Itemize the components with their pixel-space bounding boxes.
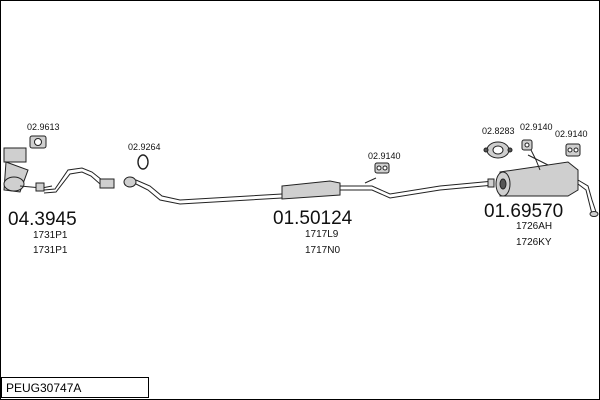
ref-rear-1: 1726AH — [516, 221, 552, 232]
ref-middle-1: 1717L9 — [305, 229, 339, 240]
rear-hanger-rod-1 — [529, 147, 541, 171]
middle-pipe — [123, 176, 495, 205]
assembly-code-box: PEUG30747A — [1, 377, 149, 398]
part-number-middle: 01.50124 — [273, 208, 353, 229]
mount-middle-icon — [374, 162, 390, 174]
gasket-ring-icon — [137, 154, 149, 170]
accessory-code-mount-middle: 02.9140 — [368, 151, 401, 161]
accessory-code-gasket-ring: 02.9264 — [128, 142, 161, 152]
middle-inlet-ring — [123, 176, 137, 188]
rear-silencer-body — [499, 161, 579, 197]
mount-rear-1-icon — [521, 139, 533, 151]
part-number-rear: 01.69570 — [484, 201, 563, 222]
ref-middle-2: 1717N0 — [305, 245, 340, 256]
middle-hanger — [364, 177, 377, 184]
front-pipe — [43, 167, 115, 194]
accessory-code-clamp-rear: 02.8283 — [482, 126, 515, 136]
mount-rear-2-icon — [565, 143, 581, 157]
ref-front-2: 1731P1 — [33, 245, 68, 256]
front-pipe-end — [99, 178, 115, 189]
accessory-code-mount-rear-2: 02.9140 — [555, 129, 588, 139]
middle-silencer — [281, 180, 341, 200]
ref-rear-2: 1726KY — [516, 237, 552, 248]
part-number-front: 04.3945 — [8, 209, 77, 230]
rear-hanger-rod-2 — [527, 154, 549, 166]
tailpipe — [577, 179, 597, 213]
ref-front-1: 1731P1 — [33, 230, 68, 241]
accessory-code-gasket-front: 02.9613 — [27, 122, 60, 132]
middle-outlet-clamp — [487, 178, 495, 188]
gasket-front-icon — [29, 135, 47, 149]
accessory-code-mount-rear-1: 02.9140 — [520, 122, 553, 132]
front-clamp — [35, 182, 45, 192]
converter-end — [3, 176, 25, 192]
front-flange — [3, 147, 27, 163]
clamp-rear-icon — [483, 141, 513, 159]
assembly-code: PEUG30747A — [6, 381, 82, 395]
front-catalytic-converter — [3, 147, 53, 193]
rear-silencer — [495, 161, 599, 217]
